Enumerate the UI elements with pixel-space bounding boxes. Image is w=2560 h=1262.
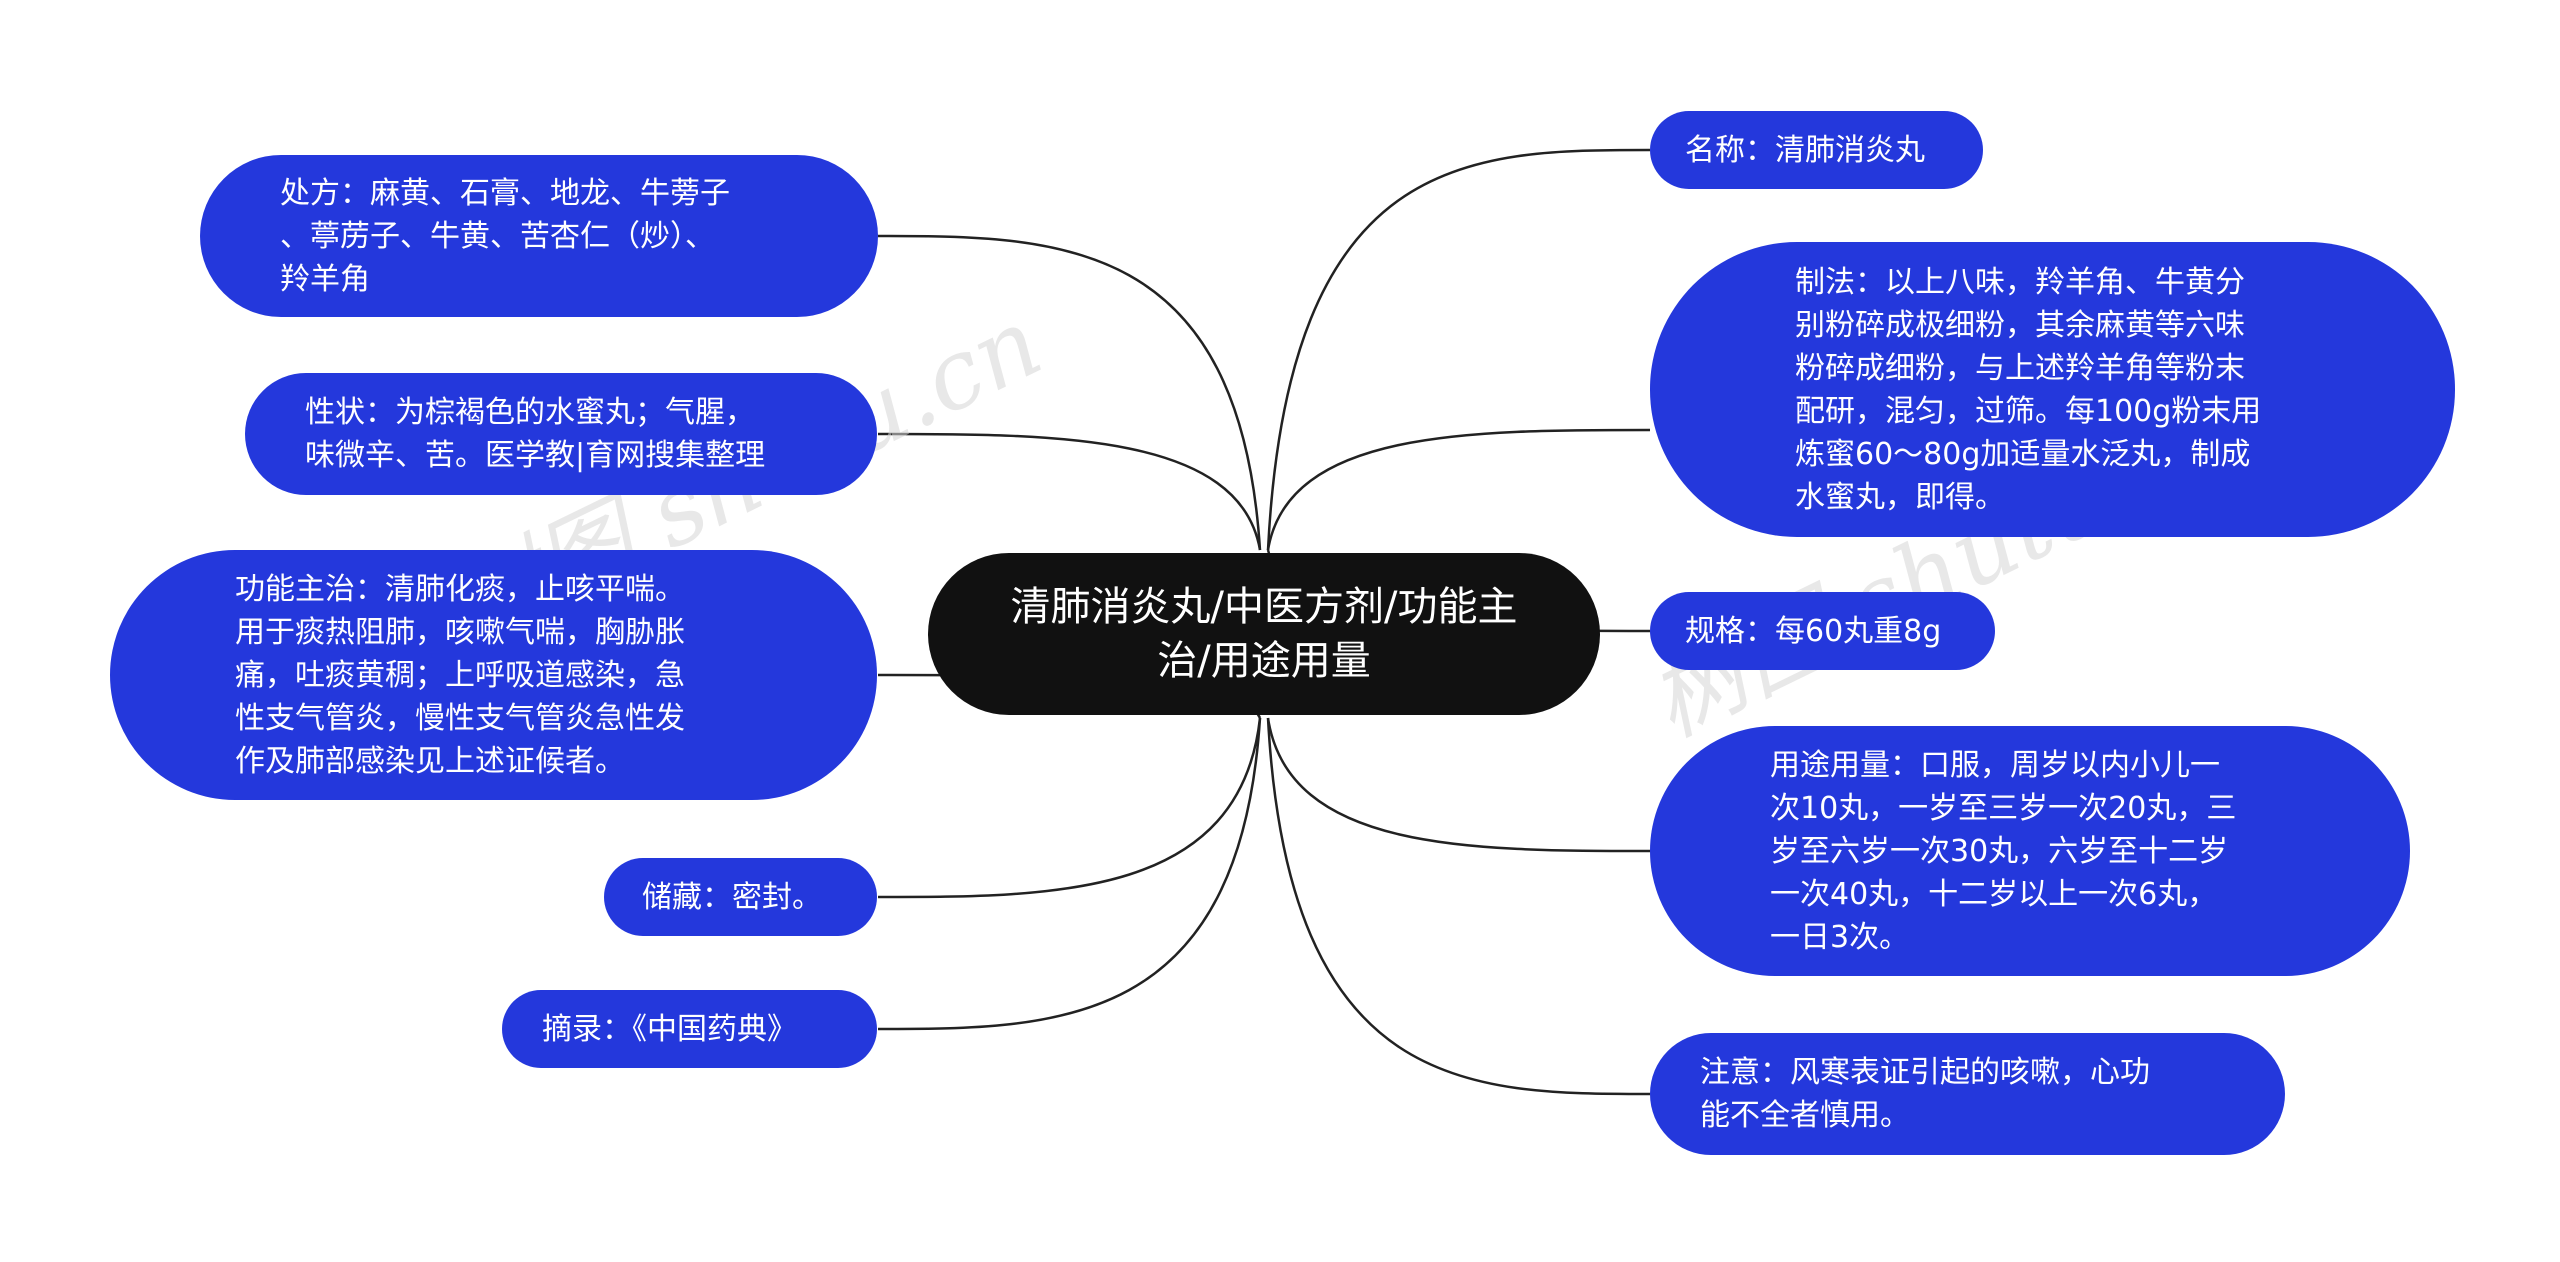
branch-source-label: 摘录：《中国药典》 xyxy=(542,1011,797,1047)
branch-preparation[interactable]: 制法：以上八味，羚羊角、牛黄分 别粉碎成极细粉，其余麻黄等六味 粉碎成细粉，与上… xyxy=(1650,242,2455,537)
branch-specification-label: 规格：每60丸重8g xyxy=(1685,613,1942,649)
branch-storage[interactable]: 储藏：密封。 xyxy=(604,858,877,936)
branch-storage-connector xyxy=(877,717,1262,899)
branch-name-connector xyxy=(1266,148,1651,551)
branch-dosage-connector xyxy=(1266,717,1651,853)
branch-properties[interactable]: 性状：为棕褐色的水蜜丸；气腥， 味微辛、苦。医学教|育网搜集整理 xyxy=(245,373,877,495)
branch-prescription-connector xyxy=(877,234,1262,551)
branch-specification[interactable]: 规格：每60丸重8g xyxy=(1650,592,1995,670)
branch-source-connector xyxy=(877,717,1262,1031)
branch-caution[interactable]: 注意：风寒表证引起的咳嗽，心功 能不全者慎用。 xyxy=(1650,1033,2285,1155)
branch-prescription[interactable]: 处方：麻黄、石膏、地龙、牛蒡子 、葶苈子、牛黄、苦杏仁（炒）、 羚羊角 xyxy=(200,155,878,317)
branch-source[interactable]: 摘录：《中国药典》 xyxy=(502,990,877,1068)
central-topic[interactable]: 清肺消炎丸/中医方剂/功能主治/用途用量 xyxy=(928,553,1600,715)
branch-caution-label: 注意：风寒表证引起的咳嗽，心功 能不全者慎用。 xyxy=(1700,1055,2150,1133)
branch-preparation-connector xyxy=(1266,428,1651,551)
branch-prescription-label: 处方：麻黄、石膏、地龙、牛蒡子 、葶苈子、牛黄、苦杏仁（炒）、 羚羊角 xyxy=(280,175,730,297)
branch-indications[interactable]: 功能主治：清肺化痰，止咳平喘。 用于痰热阻肺，咳嗽气喘，胸胁胀 痛，吐痰黄稠；上… xyxy=(110,550,877,800)
branch-properties-connector xyxy=(877,432,1262,551)
branch-storage-label: 储藏：密封。 xyxy=(642,879,822,915)
branch-name-label: 名称：清肺消炎丸 xyxy=(1685,132,1925,168)
central-topic-label: 清肺消炎丸/中医方剂/功能主治/用途用量 xyxy=(1010,584,1518,684)
branch-name[interactable]: 名称：清肺消炎丸 xyxy=(1650,111,1983,189)
branch-caution-connector xyxy=(1266,717,1651,1096)
branch-indications-label: 功能主治：清肺化痰，止咳平喘。 用于痰热阻肺，咳嗽气喘，胸胁胀 痛，吐痰黄稠；上… xyxy=(235,571,685,779)
branch-preparation-label: 制法：以上八味，羚羊角、牛黄分 别粉碎成极细粉，其余麻黄等六味 粉碎成细粉，与上… xyxy=(1795,264,2262,515)
branch-dosage-label: 用途用量：口服，周岁以内小儿一 次10丸，一岁至三岁一次20丸，三 岁至六岁一次… xyxy=(1770,747,2237,955)
branch-properties-label: 性状：为棕褐色的水蜜丸；气腥， 味微辛、苦。医学教|育网搜集整理 xyxy=(305,395,766,473)
branch-dosage[interactable]: 用途用量：口服，周岁以内小儿一 次10丸，一岁至三岁一次20丸，三 岁至六岁一次… xyxy=(1650,726,2410,976)
